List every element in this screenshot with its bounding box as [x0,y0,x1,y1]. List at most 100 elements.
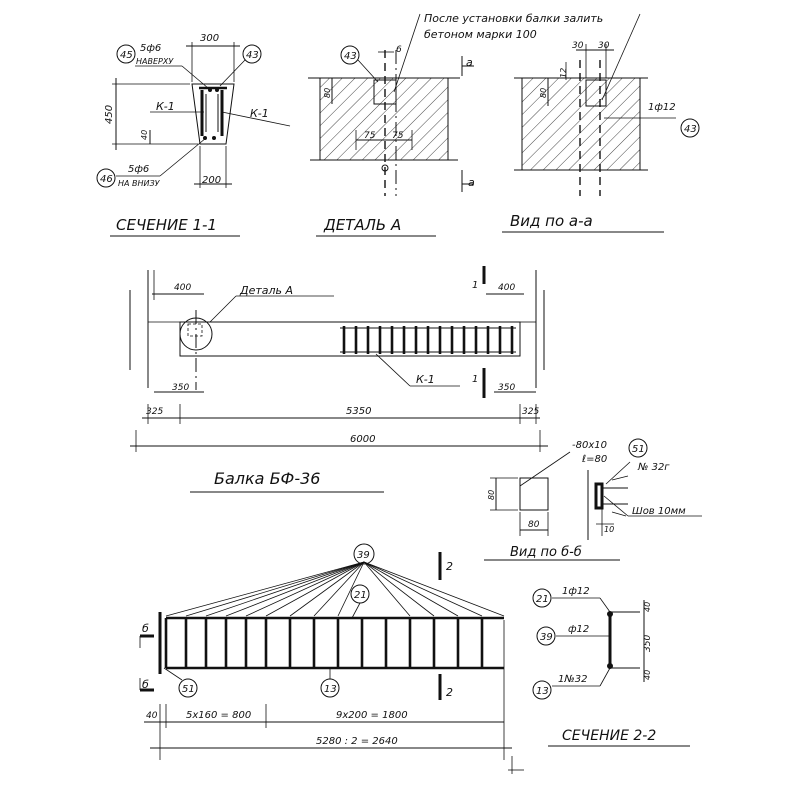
bb-dim-80-h: 80 [528,520,540,530]
section-1-1-title: СЕЧЕНИЕ 1-1 [116,216,217,234]
mark-45: 45 [120,50,133,61]
detail-note-line1: После установки балки залить [424,12,603,25]
detail-mark-43-circle [340,45,360,65]
bb-weld: Шов 10мм [632,506,686,517]
dim-cover: 40 [140,130,149,140]
section-mark-1-bottom: 1 [472,374,478,385]
s22-mark-21: 21 [536,594,549,605]
bb-dim-10: 10 [604,525,614,534]
bb-mark-51: 51 [632,444,645,455]
detail-a-callout: Деталь А [239,284,293,297]
frame-dim-spacing-1: 5х160 = 800 [186,710,251,721]
frame-section-2-bottom: 2 [446,686,453,699]
frame-verticals [164,618,484,668]
aa-dim-30-left: 30 [572,41,584,51]
bb-mark-51-circle [628,438,648,458]
mark-43: 43 [246,50,259,61]
bb-dim-80-v: 80 [487,490,496,500]
s22-mark-39-circle [536,626,556,646]
mark-46: 46 [100,174,113,185]
top-bars-note: НАВЕРХУ [136,57,174,66]
dim-height: 450 [104,105,115,124]
beam-dim-350-left: 350 [172,383,189,393]
pocket-aa [585,79,607,107]
dim-width-bottom: 200 [202,175,221,186]
frame-elevation: 39 21 2 2 б б 51 13 40 5х160 = 800 9х200… [139,543,524,774]
s22-mark-13: 13 [536,686,549,697]
s22-dim-350: 350 [643,635,653,652]
dim-75-left: 75 [364,131,376,141]
beam-dim-5350: 5350 [346,406,371,417]
view-a-a: 30 30 80 12 1ф12 43 Вид по а-а [502,13,700,233]
aa-dim-12: 12 [559,68,568,78]
s22-label-21: 1ф12 [562,586,590,597]
bottom-bars-note: НА ВНИЗУ [118,179,161,188]
frame-mark-51-circle [178,678,198,698]
section-1-1: 300 200 450 40 К-1 К-1 45 5ф6 НАВЕРХУ 43… [96,33,291,237]
aa-mark-43-circle [680,118,700,138]
frame-k1-stirrups [342,326,514,354]
beam-title: Балка БФ-36 [214,469,320,488]
aa-dim-30-right: 30 [598,41,610,51]
view-b-b-title: Вид по б-б [510,545,582,560]
cut-label-top: а [466,56,473,69]
beam-dim-325-right: 325 [522,407,539,417]
detail-note-line2: бетоном марки 100 [424,28,537,41]
s22-label-39: ф12 [568,624,589,635]
view-a-a-title: Вид по а-а [510,212,593,230]
mark-43-circle [242,44,262,64]
bottom-bars-label: 5ф6 [128,164,149,175]
beam-frame-label: К-1 [416,373,435,386]
section-2-2-title: СЕЧЕНИЕ 2-2 [562,728,656,744]
beam-dim-325-left: 325 [146,407,163,417]
detail-a-title: ДЕТАЛЬ А [323,216,401,234]
frame-mark-51: 51 [182,684,195,695]
frame-mark-13: 13 [324,684,337,695]
s22-dim-40-bottom: 40 [643,670,652,680]
dim-80: 80 [323,88,332,98]
top-bars-label: 5ф6 [140,43,161,54]
leader-fan [165,561,505,617]
s22-label-13: 1№32 [558,674,588,685]
s22-dim-40-top: 40 [643,602,652,612]
section-mark-1-top: 1 [472,280,478,291]
beam-dim-400-left: 400 [174,283,191,293]
frame-dim-total: 5280 : 2 = 2640 [316,736,398,747]
bb-channel: № 32г [637,462,670,473]
frame-label-left: К-1 [156,100,175,113]
mark-45-circle [116,44,136,64]
frame-label-right: К-1 [250,107,269,120]
dim-75-right: 75 [392,131,404,141]
cut-label-bottom: а [468,176,475,189]
beam-dim-400-right: 400 [498,283,515,293]
detail-mark-43: 43 [344,51,357,62]
view-b-b: 80 80 10 -80х10 ℓ=80 51 № 32г Шов 10мм В… [484,438,702,561]
aa-bar-label: 1ф12 [648,102,676,113]
beam-outline [179,321,521,357]
frame-dim-spacing-2: 9х200 = 1800 [336,710,408,721]
s22-mark-39: 39 [540,632,553,643]
aa-dim-80: 80 [539,88,548,98]
plate-view [519,477,549,511]
beam-cross-section [191,83,235,145]
beam-dim-6000: 6000 [350,434,375,445]
s22-mark-21-circle [532,588,552,608]
section-2-2: 40 350 40 21 1ф12 39 ф12 13 1№32 СЕЧЕНИЕ… [532,586,690,747]
detail-a: а а 80 75 75 6 43 После установки балки … [308,12,603,237]
wall-hatch [320,78,448,160]
beam-elevation: Деталь А 400 400 1 1 К-1 350 350 325 535… [129,266,548,493]
wall-hatch-aa [522,78,640,170]
aa-mark-43: 43 [684,124,697,135]
cage-verticals [200,90,224,136]
bb-plate-length: ℓ=80 [582,454,607,465]
s22-mark-13-circle [532,680,552,700]
cut-b-bottom: б [142,678,149,691]
frame-mark-21: 21 [354,590,367,601]
dim-6: 6 [396,45,402,55]
frame-mark-39-circle [353,543,375,565]
beam-dim-350-right: 350 [498,383,515,393]
mark-46-circle [96,168,116,188]
frame-mark-39: 39 [357,550,370,561]
frame-dim-40: 40 [146,711,158,721]
